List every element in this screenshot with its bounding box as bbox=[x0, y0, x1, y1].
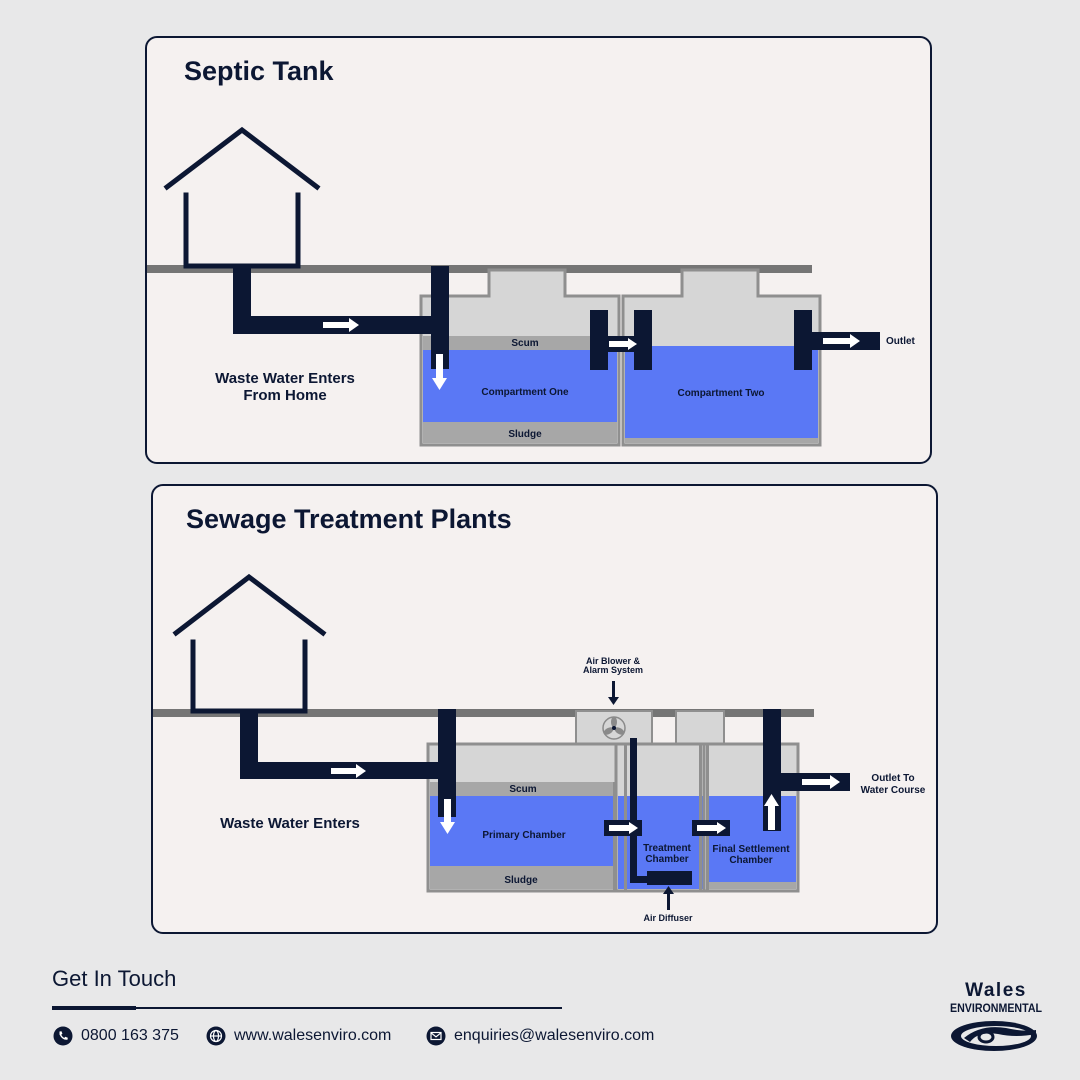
treatment-chamber-label-2: Chamber bbox=[645, 854, 688, 865]
contact-email[interactable]: enquiries@walesenviro.com bbox=[426, 1026, 654, 1046]
septic-tank-panel: Septic Tank bbox=[145, 36, 932, 464]
stp-outlet-pipe bbox=[763, 709, 850, 831]
air-blower-unit bbox=[575, 710, 653, 746]
septic-tank-title: Septic Tank bbox=[184, 56, 334, 86]
stp-inlet-pipe bbox=[240, 709, 456, 817]
treatment-chamber bbox=[614, 742, 706, 893]
phone-number[interactable]: 0800 163 375 bbox=[81, 1027, 179, 1044]
footer-divider-accent bbox=[52, 1006, 136, 1010]
contact-phone[interactable]: 0800 163 375 bbox=[53, 1026, 179, 1046]
sewage-treatment-diagram: Waste Water Enters Air Blower & Alarm Sy… bbox=[153, 573, 926, 923]
ground-line bbox=[147, 265, 812, 273]
sewage-treatment-panel: Sewage Treatment Plants bbox=[151, 484, 938, 934]
stp-outlet-label-1: Outlet To bbox=[871, 773, 914, 784]
septic-tank-diagram: Waste Water Enters From Home Scum Compar… bbox=[147, 126, 916, 447]
septic-sludge-label: Sludge bbox=[508, 429, 542, 440]
house-icon bbox=[172, 573, 327, 714]
phone-icon bbox=[53, 1026, 73, 1046]
stp-outlet-label-2: Water Course bbox=[861, 785, 926, 796]
house-icon bbox=[163, 126, 321, 269]
website-link[interactable]: www.walesenviro.com bbox=[234, 1027, 392, 1044]
globe-icon bbox=[206, 1026, 226, 1046]
air-diffuser-label: Air Diffuser bbox=[643, 913, 693, 923]
septic-inlet-label-1: Waste Water Enters bbox=[215, 370, 355, 387]
sewage-treatment-title: Sewage Treatment Plants bbox=[186, 504, 512, 534]
treatment-chamber-label-1: Treatment bbox=[643, 843, 691, 854]
final-settlement-chamber bbox=[702, 742, 800, 893]
fan-icon bbox=[602, 716, 626, 740]
air-diffuser bbox=[647, 871, 692, 885]
septic-compartment-one bbox=[419, 268, 621, 447]
wales-environmental-logo: Wales ENVIRONMENTAL bbox=[950, 980, 1042, 1051]
final-settlement-label-1: Final Settlement bbox=[712, 844, 790, 855]
get-in-touch-heading: Get In Touch bbox=[52, 966, 177, 991]
air-blower-label-1: Air Blower & bbox=[586, 656, 641, 666]
septic-compartment-one-label: Compartment One bbox=[481, 387, 569, 398]
final-settlement-label-2: Chamber bbox=[729, 855, 772, 866]
pointer-arrow bbox=[608, 681, 674, 910]
septic-compartment-two-label: Compartment Two bbox=[677, 388, 764, 399]
footer-divider bbox=[52, 1007, 562, 1009]
flow-arrow-icon bbox=[323, 318, 860, 390]
septic-outlet-label: Outlet bbox=[886, 336, 916, 347]
mail-icon bbox=[426, 1026, 446, 1046]
primary-chamber bbox=[426, 742, 618, 893]
septic-baffle-pipe bbox=[590, 310, 652, 370]
septic-scum-label: Scum bbox=[511, 338, 538, 349]
email-link[interactable]: enquiries@walesenviro.com bbox=[454, 1027, 655, 1044]
stp-inlet-label: Waste Water Enters bbox=[220, 815, 360, 832]
settlement-neck bbox=[675, 710, 725, 748]
septic-inlet-label-2: From Home bbox=[243, 387, 326, 404]
stp-scum-label: Scum bbox=[509, 784, 536, 795]
contact-website[interactable]: www.walesenviro.com bbox=[206, 1026, 391, 1046]
logo-line1: Wales bbox=[965, 980, 1027, 1001]
flow-arrow-icon bbox=[331, 764, 840, 834]
primary-chamber-label: Primary Chamber bbox=[482, 830, 565, 841]
ground-line bbox=[153, 709, 814, 717]
logo-line2: ENVIRONMENTAL bbox=[950, 1003, 1042, 1015]
septic-inlet-pipe bbox=[233, 266, 449, 369]
septic-compartment-two bbox=[621, 268, 822, 447]
logo-swoosh-icon bbox=[951, 1021, 1037, 1051]
air-blower-label-2: Alarm System bbox=[583, 665, 643, 675]
air-line-pipe bbox=[630, 738, 692, 885]
stp-sludge-label: Sludge bbox=[504, 875, 538, 886]
